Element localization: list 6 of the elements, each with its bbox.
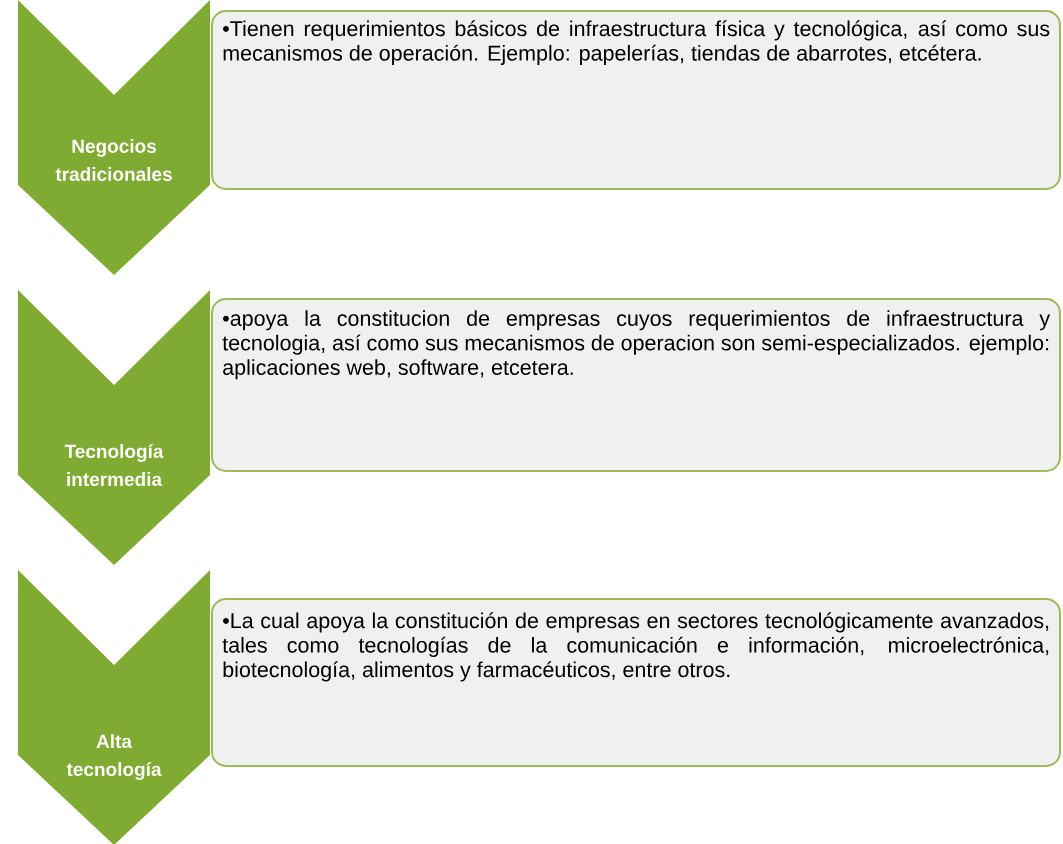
- description-text: •Tienen requerimientos básicos de infraestructura física y tecnológica, así como sus mecanismos de operación. Ejemplo: papelerías, tiendas de abarrotes, etcétera.: [223, 20, 1050, 65]
- text-box: [211, 10, 1061, 190]
- description-text: •La cual apoya la constitución de empresas en sectores tecnológicamente avanzados, tales como tecnologías de la comunicación e información, microelectrónica, biotecnología, alimentos y farmacéuticos, entre otros.: [222, 612, 1049, 682]
- text-box: [211, 598, 1061, 767]
- description-text: •apoya la constitucion de empresas cuyos requerimientos de infraestructura y tecnologia, así como sus mecanismos de operacion son semi-especializados. ejemplo: aplicaciones web, software, etcetera.: [222, 310, 1051, 380]
- text-box: [211, 298, 1061, 472]
